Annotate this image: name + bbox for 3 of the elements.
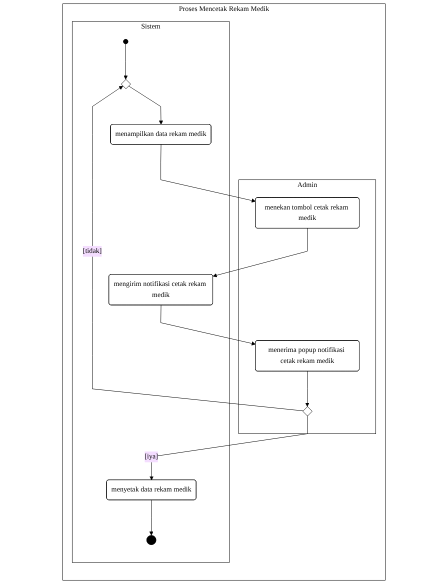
node-diamond: [120, 79, 131, 90]
node-circle: [123, 38, 128, 44]
node-diamond: [302, 406, 312, 416]
